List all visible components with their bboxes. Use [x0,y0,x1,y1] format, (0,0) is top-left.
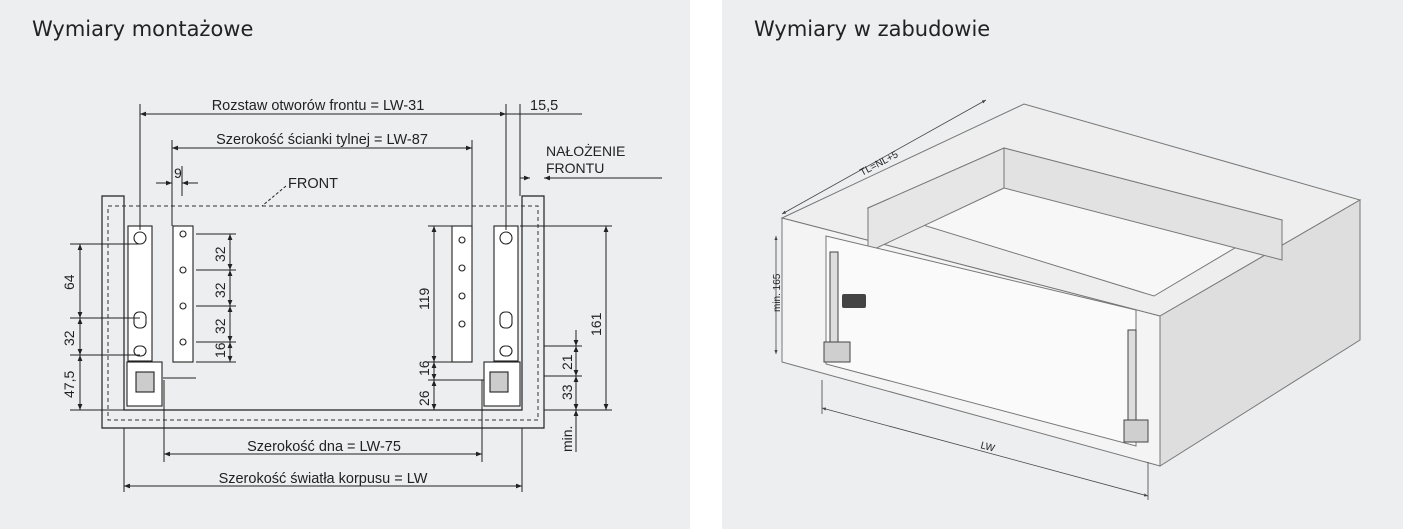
dim-32-b-label: 32 [212,282,228,298]
lw-label: LW [979,440,996,454]
installed-dimensions-diagram: TL=NL+5 min. 165 LW [772,99,1362,500]
mounting-dimensions-diagram: Rozstaw otworów frontu = LW-31 15,5 Szer… [61,98,662,492]
front-leader [261,185,287,207]
dim-bottom-width [163,380,483,462]
bottom-width-label: Szerokość dna = LW-75 [247,439,401,455]
back-wall-width-label: Szerokość ścianki tylnej = LW-87 [216,132,428,148]
right-front-bracket [451,225,484,381]
dim-lw [821,380,1149,500]
min-label: min. [559,426,575,452]
mounting-dimensions-title: Wymiary montażowe [32,17,254,41]
cabinet-outline [101,195,545,429]
min-height-label: min. 165 [772,273,783,312]
dim-16-top-label: 16 [212,342,228,358]
dim-16-mid-label: 16 [416,360,432,376]
front-overlap-label: NAŁOŻENIE [546,142,625,159]
front-overlap-dimension: 15,5 [530,98,558,114]
front-overlap-label-line2: FRONTU [546,160,604,176]
right-runner [483,225,521,407]
dim-26-label: 26 [416,390,432,406]
dim-depth [781,99,987,215]
offset-9-label: 9 [174,165,182,181]
dim-32-c-label: 32 [212,318,228,334]
mounting-dimensions-panel: Wymiary montażowe [0,0,690,529]
runner-logo-badge [842,294,866,308]
installed-dimensions-title: Wymiary w zabudowie [754,17,991,41]
cabinet-width-label: Szerokość światła korpusu = LW [219,471,428,487]
dim-161-label: 161 [588,312,604,336]
left-front-bracket [163,225,196,379]
front-label: FRONT [288,176,338,192]
dim-left-verticals [70,243,140,411]
dim-64-label: 64 [61,274,77,290]
front-hole-spacing-label: Rozstaw otworów frontu = LW-31 [212,98,425,114]
dim-bracket-verticals [196,233,236,363]
dim-offset-9 [156,166,198,196]
dim-front-hole-spacing [139,104,582,230]
left-runner [126,225,163,407]
dim-cabinet-width [123,428,523,492]
dim-32-left-label: 32 [61,330,77,346]
dim-47-5-label: 47,5 [61,371,77,398]
dim-right-bracket-verticals [428,225,484,411]
installed-dimensions-panel: Wymiary w zabudowie [722,0,1403,529]
dim-33-label: 33 [559,384,575,400]
dim-right-verticals [520,225,612,452]
dim-119-label: 119 [416,287,432,310]
dim-21-label: 21 [559,354,575,370]
dim-32-a-label: 32 [212,246,228,262]
